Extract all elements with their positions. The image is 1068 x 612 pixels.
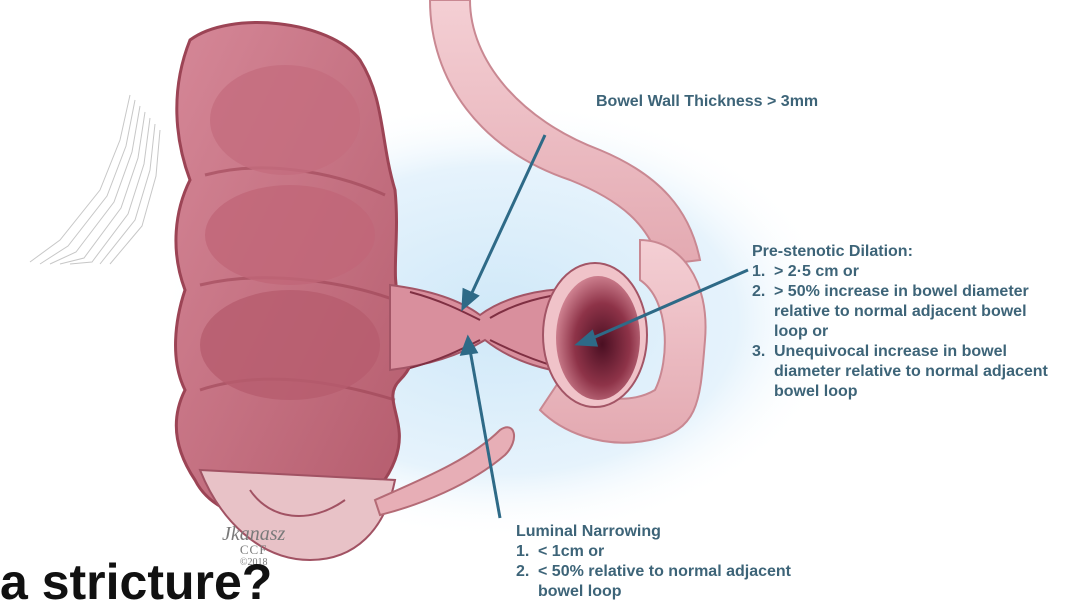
narrowing-criterion: 2.< 50% relative to normal adjacent bowe… — [516, 562, 806, 602]
signature-name: Jkanasz — [222, 525, 285, 543]
wall-thickness-title: Bowel Wall Thickness > 3mm — [596, 92, 818, 112]
dilation-criterion: 3.Unequivocal increase in bowel diameter… — [752, 342, 1062, 402]
decorative-hatching — [30, 95, 160, 264]
dilation-criteria-list: 1.> 2·5 cm or 2.> 50% increase in bowel … — [752, 262, 1062, 402]
colon-inner-fold-3 — [200, 290, 380, 400]
wall-thickness-label: Bowel Wall Thickness > 3mm — [596, 92, 818, 112]
luminal-narrowing-label: Luminal Narrowing 1.< 1cm or 2.< 50% rel… — [516, 522, 806, 602]
colon-inner-fold-1 — [210, 65, 360, 175]
dilation-criterion: 1.> 2·5 cm or — [752, 262, 1062, 282]
colon-inner-fold-2 — [205, 185, 375, 285]
dilation-criterion: 2.> 50% increase in bowel diameter relat… — [752, 282, 1062, 342]
luminal-narrowing-title: Luminal Narrowing — [516, 522, 806, 542]
narrowing-criteria-list: 1.< 1cm or 2.< 50% relative to normal ad… — [516, 542, 806, 602]
dilated-lumen — [556, 276, 640, 400]
dilation-label: Pre-stenotic Dilation: 1.> 2·5 cm or 2.>… — [752, 242, 1062, 402]
dilation-title: Pre-stenotic Dilation: — [752, 242, 1062, 262]
slide-title: a stricture? — [0, 552, 272, 612]
narrowing-criterion: 1.< 1cm or — [516, 542, 806, 562]
